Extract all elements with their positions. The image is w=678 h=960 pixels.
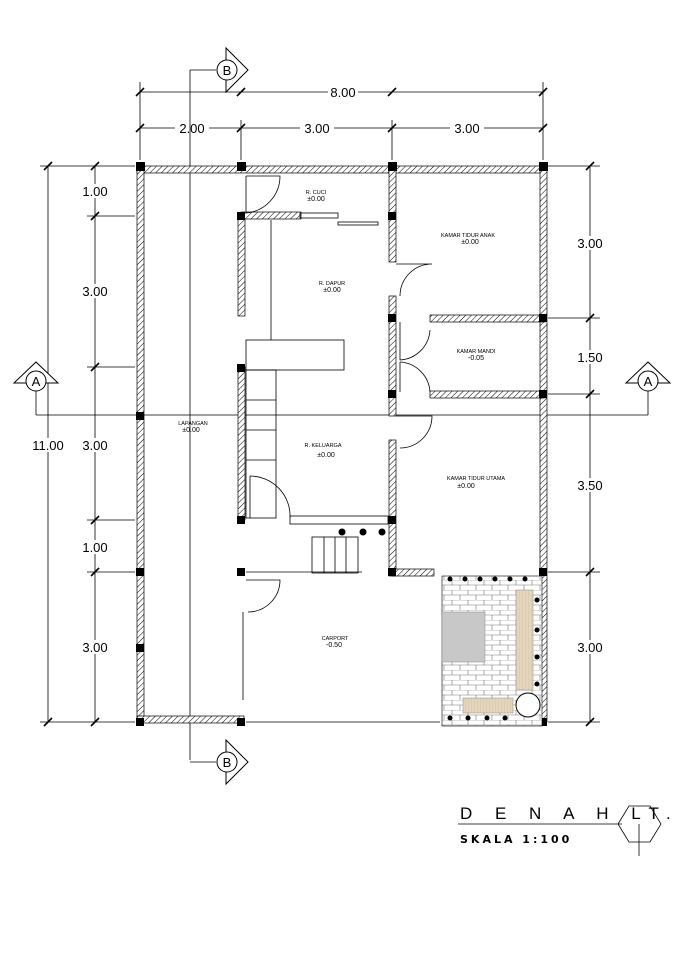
dim-total-height: 11.00 bbox=[32, 438, 64, 453]
drawing-scale: SKALA 1:100 bbox=[460, 833, 572, 846]
room-name-kamar-tidur-anak: KAMAR TIDUR ANAK bbox=[441, 233, 495, 239]
left-dimensions: 1.00 3.00 3.00 1.00 3.00 bbox=[80, 184, 112, 655]
svg-text:A: A bbox=[644, 374, 653, 389]
dim-right-1: 3.00 bbox=[577, 236, 602, 251]
section-lines bbox=[35, 70, 649, 760]
dim-left-3: 3.00 bbox=[82, 438, 107, 453]
room-labels: R. CUCI ±0.00 R. DAPUR ±0.00 KAMAR TIDUR… bbox=[178, 190, 505, 649]
dim-left-2: 3.00 bbox=[82, 284, 107, 299]
room-level-kamar-tidur-utama: ±0.00 bbox=[457, 483, 475, 490]
columns bbox=[136, 162, 548, 726]
room-name-kamar-mandi: KAMAR MANDI bbox=[457, 349, 496, 355]
dim-total-width: 8.00 bbox=[330, 85, 355, 100]
dim-top-2: 3.00 bbox=[304, 121, 329, 136]
dim-right-4: 3.00 bbox=[577, 640, 602, 655]
room-name-kamar-tidur-utama: KAMAR TIDUR UTAMA bbox=[447, 476, 505, 482]
room-level-r-keluarga: ±0.00 bbox=[317, 452, 335, 459]
dim-top-3: 3.00 bbox=[454, 121, 479, 136]
room-name-r-keluarga: R. KELUARGA bbox=[305, 443, 342, 449]
section-marker-b-top: B bbox=[190, 46, 249, 94]
svg-text:A: A bbox=[32, 374, 41, 389]
dimension-lines bbox=[40, 82, 600, 727]
svg-text:B: B bbox=[223, 755, 232, 770]
section-marker-a-left: A bbox=[12, 361, 60, 392]
dim-left-5: 3.00 bbox=[82, 640, 107, 655]
room-level-carport: -0.50 bbox=[326, 642, 342, 649]
dim-left-1: 1.00 bbox=[82, 184, 107, 199]
north-marker-icon bbox=[617, 805, 662, 843]
room-name-carport: CARPORT bbox=[322, 636, 349, 642]
room-name-r-dapur: R. DAPUR bbox=[319, 281, 345, 287]
garden bbox=[441, 575, 543, 727]
plants bbox=[338, 528, 386, 536]
room-name-lapangan: LAPANGAN bbox=[178, 421, 208, 427]
dim-left-4: 1.00 bbox=[82, 540, 107, 555]
dim-right-2: 1.50 bbox=[577, 350, 602, 365]
room-level-lapangan: ±0.00 bbox=[182, 427, 200, 434]
room-name-r-cuci: R. CUCI bbox=[306, 190, 327, 196]
section-marker-b-bottom: B bbox=[190, 738, 249, 786]
title-block: D E N A H LT.01 SKALA 1:100 bbox=[458, 804, 678, 856]
right-dimensions: 3.00 1.50 3.50 3.00 bbox=[574, 236, 606, 655]
doors-and-fixtures bbox=[242, 175, 440, 723]
dim-right-3: 3.50 bbox=[577, 478, 602, 493]
room-level-kamar-tidur-anak: ±0.00 bbox=[461, 239, 479, 246]
drawing-title: D E N A H LT.01 bbox=[460, 804, 678, 823]
section-marker-a-right: A bbox=[624, 361, 672, 392]
room-level-r-dapur: ±0.00 bbox=[323, 287, 341, 294]
room-level-r-cuci: ±0.00 bbox=[307, 196, 325, 203]
dim-top-1: 2.00 bbox=[179, 121, 204, 136]
svg-text:B: B bbox=[223, 63, 232, 78]
room-level-kamar-mandi: -0.05 bbox=[468, 355, 484, 362]
